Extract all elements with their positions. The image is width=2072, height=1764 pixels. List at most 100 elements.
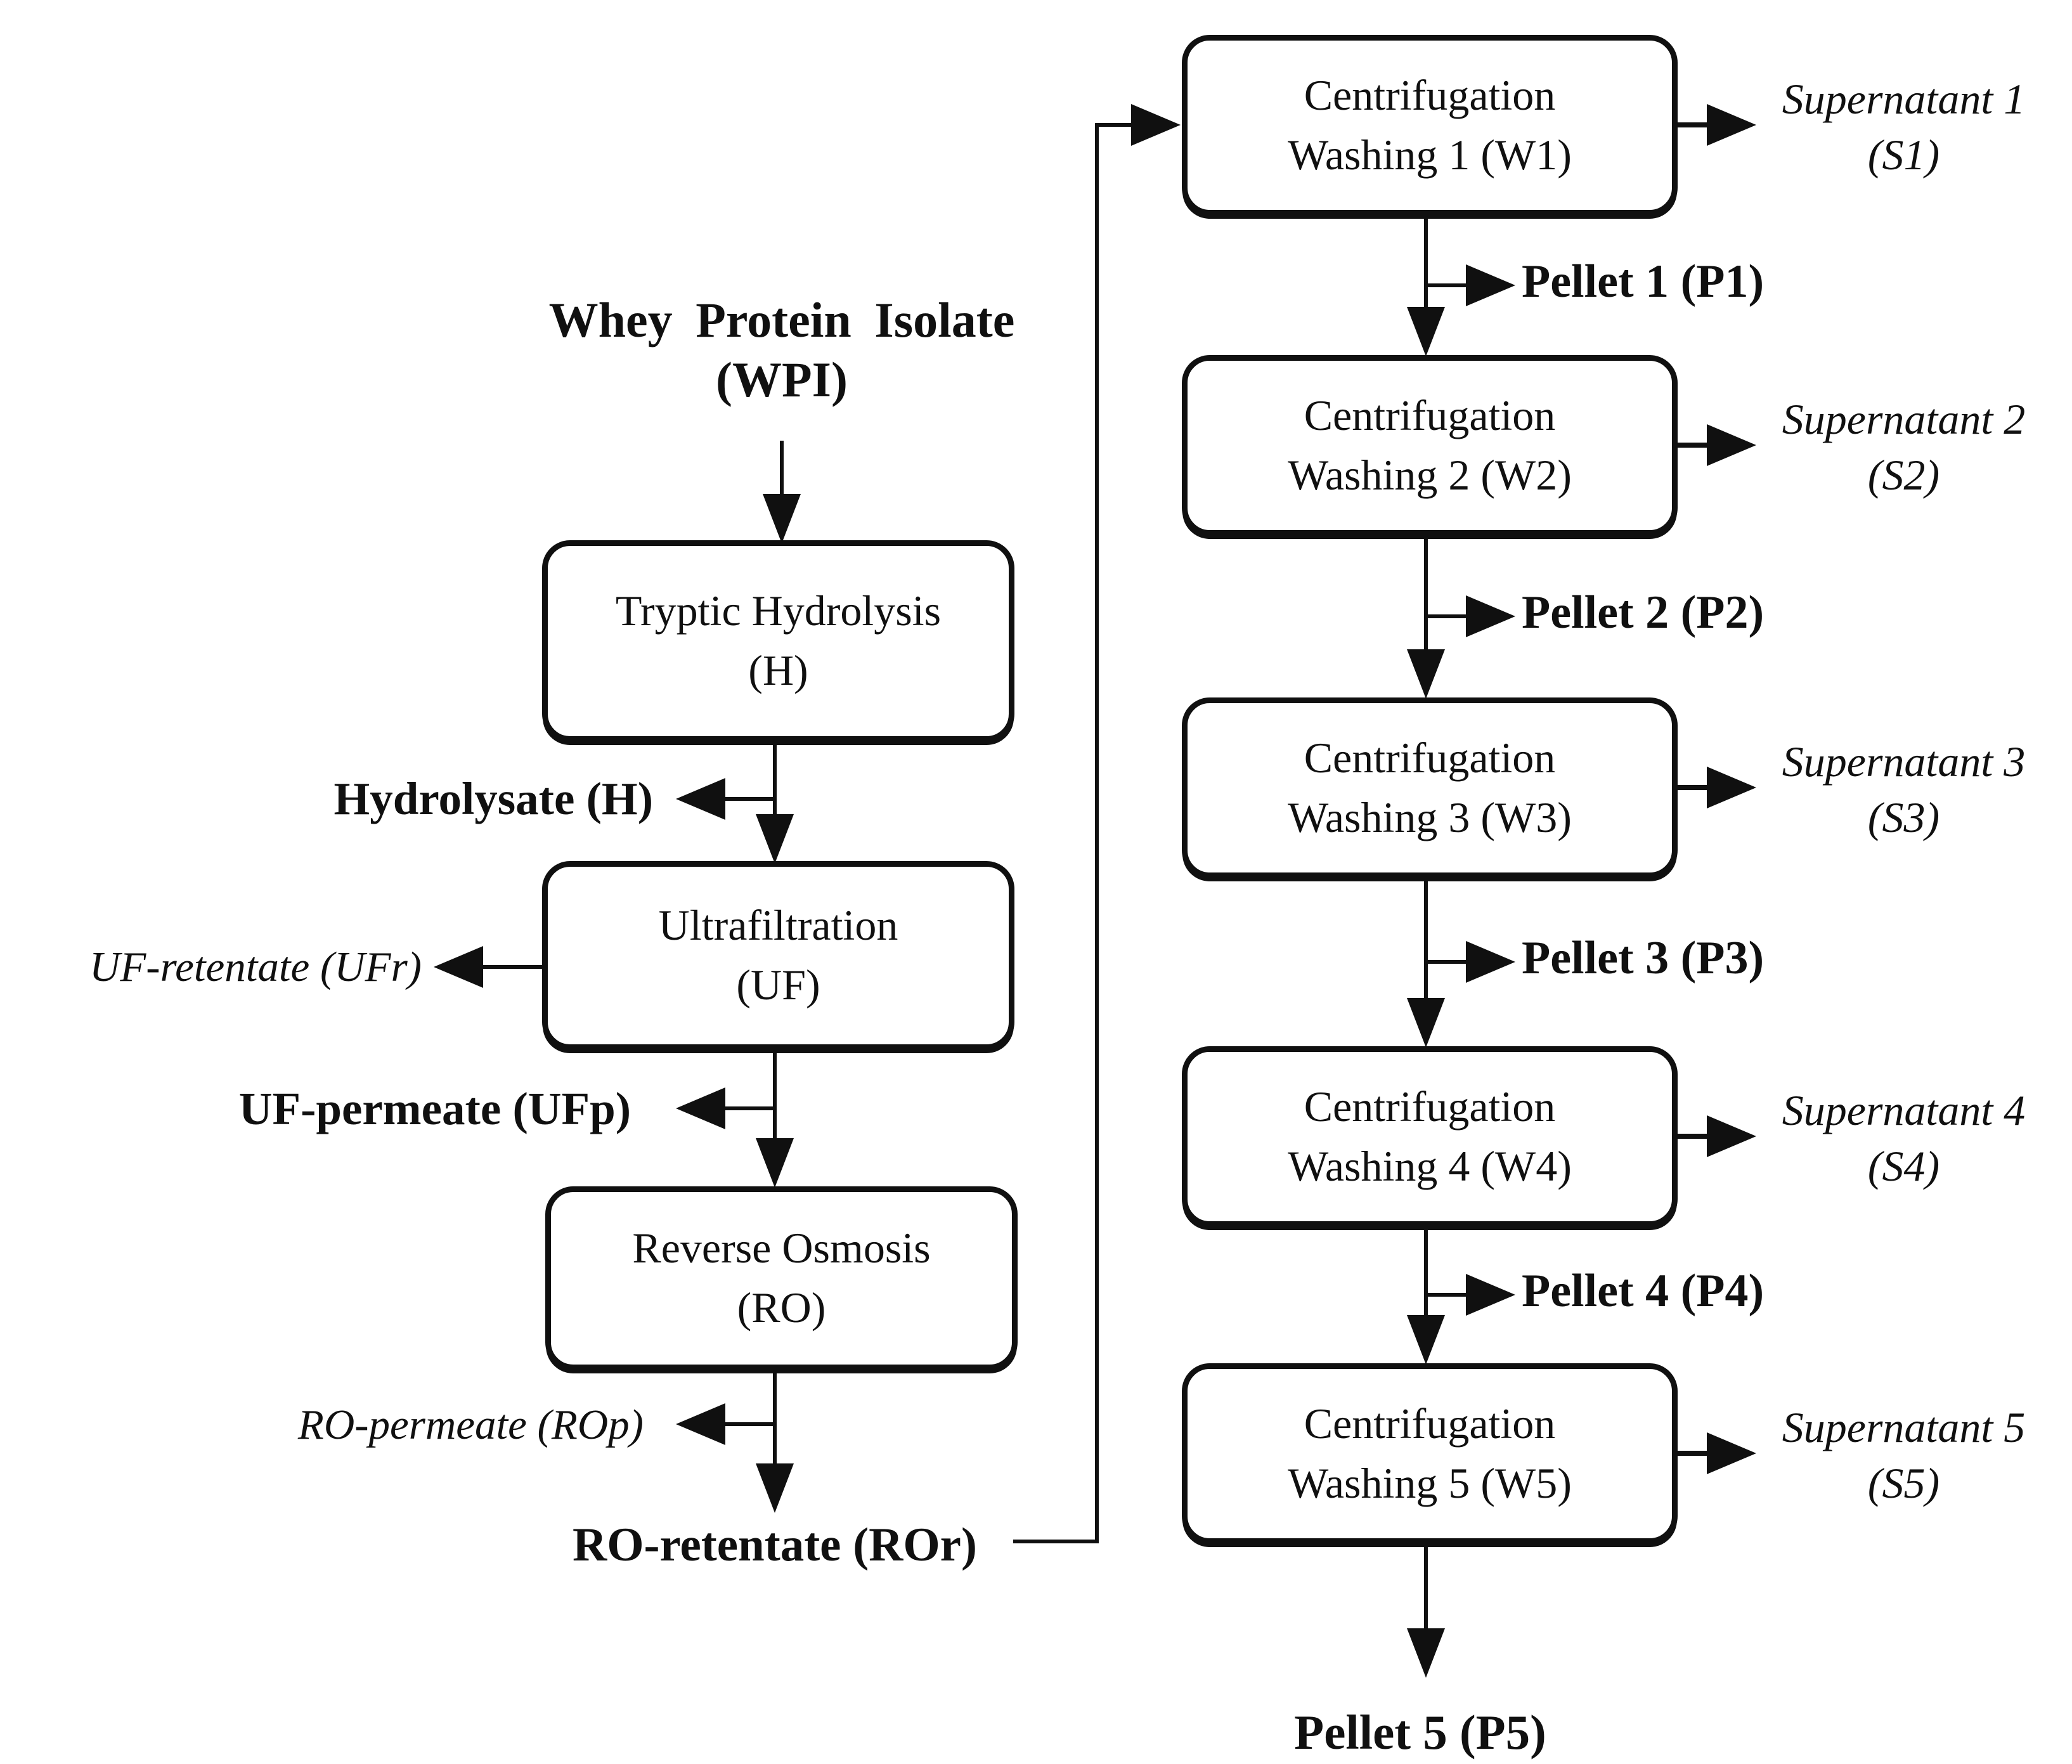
label-pellet-4: Pellet 4 (P4) [1522, 1265, 1764, 1317]
node-washing-5: Centrifugation Washing 5 (W5) [1182, 1363, 1678, 1544]
edge-ro-to-retentate-arrowhead [756, 1463, 794, 1513]
branch-ro-permeate-arrowhead [676, 1403, 725, 1445]
branch-pellet-2-arrowhead [1466, 595, 1515, 637]
edge-uf-to-ro-arrowhead [756, 1138, 794, 1188]
label-hydrolysate: Hydrolysate (H) [333, 773, 653, 824]
connector-ror-entry-line [1095, 123, 1133, 127]
node-washing-5-line1: Centrifugation [1304, 1399, 1556, 1448]
node-washing-4: Centrifugation Washing 4 (W4) [1182, 1046, 1678, 1227]
node-tryptic-hydrolysis-line2: (H) [748, 646, 808, 694]
node-washing-5-line2: Washing 5 (W5) [1288, 1458, 1572, 1507]
edge-hydrolysis-to-uf-arrowhead [756, 814, 794, 864]
branch-hydrolysate-line [725, 797, 776, 801]
edge-w1-to-w2-line [1424, 216, 1428, 309]
label-supernatant-5: Supernatant 5 (S5) [1756, 1399, 2051, 1512]
wpi-title: Whey Protein Isolate (WPI) [462, 290, 1102, 409]
node-washing-4-line2: Washing 4 (W4) [1288, 1141, 1572, 1190]
label-supernatant-2-line2: (S2) [1867, 451, 1940, 500]
branch-pellet-4-arrowhead [1466, 1274, 1515, 1316]
node-washing-1: Centrifugation Washing 1 (W1) [1182, 35, 1678, 216]
node-washing-2: Centrifugation Washing 2 (W2) [1182, 355, 1678, 536]
connector-ror-riser-line [1095, 123, 1099, 1543]
edge-w4-to-w5-line [1424, 1227, 1428, 1318]
label-uf-permeate: UF-permeate (UFp) [238, 1083, 631, 1134]
node-reverse-osmosis: Reverse Osmosis (RO) [545, 1186, 1018, 1370]
branch-pellet-1-arrowhead [1466, 264, 1515, 306]
label-supernatant-2: Supernatant 2 (S2) [1756, 391, 2051, 503]
edge-wpi-to-hydrolysis-arrowhead [763, 494, 801, 543]
label-supernatant-1-line2: (S1) [1867, 131, 1940, 179]
node-washing-1-line2: Washing 1 (W1) [1288, 130, 1572, 179]
label-supernatant-1-line1: Supernatant 1 [1782, 75, 2026, 123]
node-washing-4-line1: Centrifugation [1304, 1082, 1556, 1131]
branch-pellet-3-arrowhead [1466, 941, 1515, 983]
edge-w1-to-w2-arrowhead [1407, 307, 1445, 356]
edge-ro-to-retentate-line [773, 1368, 777, 1466]
edge-w2-to-w3-line [1424, 536, 1428, 652]
label-supernatant-3: Supernatant 3 (S3) [1756, 734, 2051, 846]
edge-w5-to-pellet5-arrowhead [1407, 1628, 1445, 1678]
node-ultrafiltration: Ultrafiltration (UF) [542, 861, 1014, 1050]
label-ro-retentate: RO-retentate (ROr) [573, 1519, 977, 1571]
branch-pellet-1-line [1426, 283, 1469, 287]
branch-hydrolysate-arrowhead [676, 778, 725, 820]
label-uf-retentate: UF-retentate (UFr) [89, 944, 422, 990]
edge-hydrolysis-to-uf-line [773, 739, 777, 819]
node-washing-2-line2: Washing 2 (W2) [1288, 450, 1572, 499]
node-washing-1-line1: Centrifugation [1304, 70, 1556, 119]
edge-w1-supernatant-line [1678, 122, 1708, 127]
edge-w2-supernatant-arrowhead [1707, 424, 1756, 466]
label-supernatant-3-line1: Supernatant 3 [1782, 737, 2026, 786]
node-ultrafiltration-line1: Ultrafiltration [658, 901, 898, 950]
edge-w3-to-w4-arrowhead [1407, 998, 1445, 1047]
label-supernatant-4-line2: (S4) [1867, 1142, 1940, 1191]
edge-w3-to-w4-line [1424, 878, 1428, 1001]
branch-pellet-3-line [1426, 960, 1469, 964]
connector-ror-horizontal-line [1013, 1540, 1098, 1543]
edge-w2-to-w3-arrowhead [1407, 649, 1445, 699]
label-supernatant-2-line1: Supernatant 2 [1782, 395, 2026, 443]
label-supernatant-3-line2: (S3) [1867, 793, 1940, 842]
node-washing-3: Centrifugation Washing 3 (W3) [1182, 697, 1678, 878]
edge-w4-supernatant-line [1678, 1134, 1708, 1139]
node-washing-3-line1: Centrifugation [1304, 733, 1556, 782]
branch-pellet-2-line [1426, 614, 1469, 618]
branch-uf-permeate-arrowhead [676, 1087, 725, 1129]
label-ro-permeate: RO-permeate (ROp) [297, 1401, 644, 1448]
node-washing-2-line1: Centrifugation [1304, 391, 1556, 439]
edge-w5-to-pellet5-line [1424, 1544, 1428, 1630]
edge-w4-to-w5-arrowhead [1407, 1315, 1445, 1365]
node-ultrafiltration-line2: (UF) [736, 961, 820, 1009]
node-reverse-osmosis-line2: (RO) [737, 1283, 826, 1332]
label-supernatant-1: Supernatant 1 (S1) [1756, 71, 2051, 183]
label-pellet-3: Pellet 3 (P3) [1522, 932, 1764, 984]
branch-uf-permeate-line [725, 1106, 776, 1110]
edge-w5-supernatant-arrowhead [1707, 1432, 1756, 1474]
edge-w4-supernatant-arrowhead [1707, 1115, 1756, 1157]
wpi-title-line2: (WPI) [716, 351, 848, 407]
edge-wpi-to-hydrolysis-line [780, 441, 784, 501]
node-tryptic-hydrolysis-line1: Tryptic Hydrolysis [615, 587, 942, 635]
node-reverse-osmosis-line1: Reverse Osmosis [632, 1224, 931, 1273]
branch-uf-retentate-arrowhead [434, 946, 483, 988]
label-supernatant-5-line1: Supernatant 5 [1782, 1403, 2026, 1451]
label-pellet-2: Pellet 2 (P2) [1522, 587, 1764, 639]
branch-pellet-4-line [1426, 1293, 1469, 1297]
label-supernatant-4-line1: Supernatant 4 [1782, 1086, 2026, 1134]
label-pellet-5: Pellet 5 (P5) [1294, 1705, 1546, 1760]
edge-w1-supernatant-arrowhead [1707, 104, 1756, 146]
branch-ro-permeate-line [725, 1422, 776, 1426]
label-supernatant-5-line2: (S5) [1867, 1459, 1940, 1508]
label-supernatant-4: Supernatant 4 (S4) [1756, 1082, 2051, 1195]
edge-w3-supernatant-arrowhead [1707, 767, 1756, 808]
node-tryptic-hydrolysis: Tryptic Hydrolysis (H) [542, 540, 1014, 742]
connector-ror-entry-arrowhead [1131, 104, 1181, 146]
branch-uf-retentate-line [482, 965, 545, 969]
edge-w3-supernatant-line [1678, 785, 1708, 790]
edge-w2-supernatant-line [1678, 443, 1708, 448]
edge-w5-supernatant-line [1678, 1451, 1708, 1456]
label-pellet-1: Pellet 1 (P1) [1522, 256, 1764, 308]
wpi-title-line1: Whey Protein Isolate [548, 292, 1015, 347]
node-washing-3-line2: Washing 3 (W3) [1288, 793, 1572, 841]
